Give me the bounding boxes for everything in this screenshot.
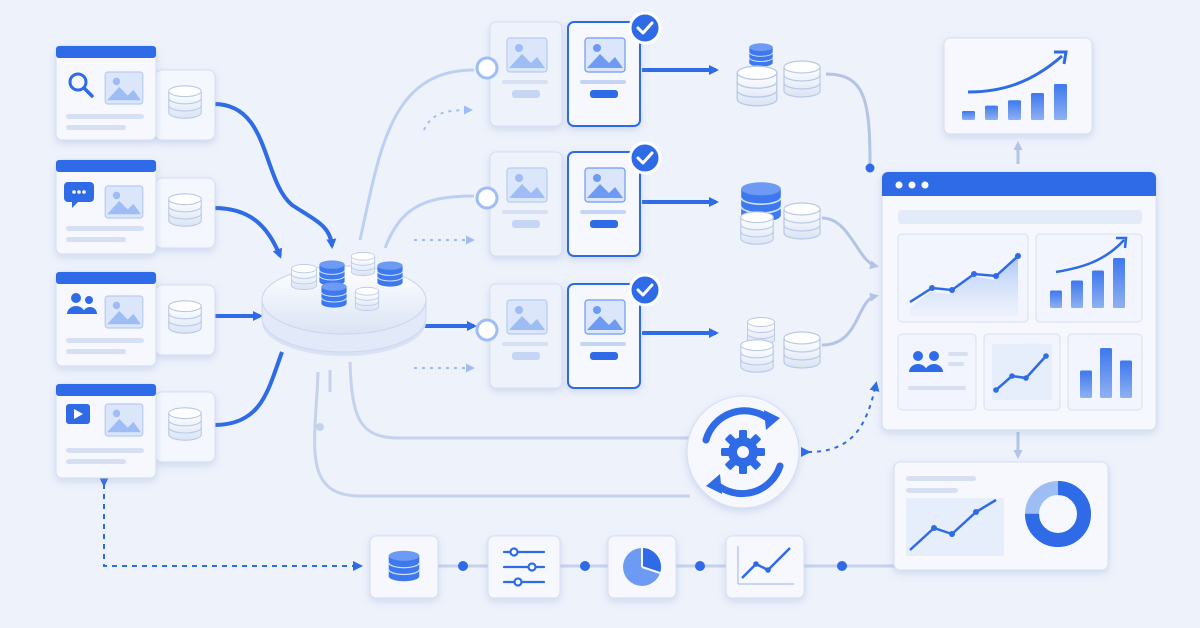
- window-dot: [895, 181, 903, 189]
- pipeline-node: [837, 561, 847, 571]
- top-growth-chart: [943, 37, 1093, 135]
- play-icon: [66, 404, 90, 424]
- pie-chart-icon: [623, 548, 661, 586]
- dashboard: [881, 171, 1157, 431]
- bar: [1054, 84, 1067, 120]
- connector-hub-transform-1: [358, 68, 475, 241]
- pipeline: [369, 535, 805, 599]
- users-icon: [67, 293, 97, 314]
- bar: [1080, 370, 1092, 398]
- connector-source-2-hub: [213, 206, 283, 259]
- connector-port: [475, 318, 499, 342]
- bar: [1120, 360, 1132, 398]
- hub: [261, 251, 427, 356]
- bar: [1008, 100, 1021, 120]
- source-card: [55, 271, 216, 367]
- window-dot: [921, 181, 929, 189]
- connector-source-pipeline: [99, 477, 363, 571]
- connector-hub-loop: [313, 371, 690, 498]
- pipeline-step-line-chart: [725, 535, 805, 599]
- area-chart-panel: [897, 233, 1029, 323]
- check-icon: [628, 141, 662, 175]
- pipeline-node: [580, 561, 590, 571]
- sync-gear-icon: [686, 395, 800, 509]
- transform-card: [475, 141, 662, 257]
- filter-sliders-icon: [502, 547, 546, 587]
- report-card: [893, 461, 1109, 571]
- bar: [1050, 290, 1062, 308]
- mini-bar-chart: [1080, 348, 1132, 398]
- connector-store-1-dashboard: [825, 72, 872, 166]
- growth-trend-line: [967, 54, 1063, 94]
- bar: [1113, 258, 1125, 308]
- connector-sync-dashboard: [800, 381, 880, 458]
- connector-port: [475, 186, 499, 210]
- window-dot: [908, 181, 916, 189]
- bar: [962, 111, 975, 120]
- source-card: [55, 383, 216, 479]
- pipeline-node: [695, 561, 705, 571]
- source-card: [55, 159, 216, 255]
- transform-card: [475, 11, 662, 127]
- connector-node: [316, 423, 324, 431]
- connector-node: [865, 163, 875, 173]
- check-icon: [628, 11, 662, 45]
- bar: [1031, 93, 1044, 120]
- check-icon: [628, 273, 662, 307]
- database-stack-icon: [740, 181, 821, 245]
- connectors: [99, 65, 1023, 571]
- bar: [985, 105, 998, 120]
- line-chart-icon: [737, 546, 794, 585]
- pipeline-step-filter: [487, 535, 561, 599]
- connector-dotted-1: [423, 105, 473, 131]
- dashboard-search-bar: [898, 210, 1142, 224]
- stores: [736, 42, 821, 373]
- mini-line-panel: [983, 333, 1061, 411]
- source-cards: [55, 45, 216, 479]
- connector-hub-transform-2: [383, 194, 475, 249]
- database-icon: [387, 549, 421, 583]
- users-panel: [897, 333, 977, 411]
- gear-icon: [721, 430, 765, 474]
- bar: [1071, 280, 1083, 308]
- source-card: [55, 45, 216, 141]
- search-icon: [68, 72, 94, 98]
- transform-card: [475, 273, 662, 389]
- top-bar-chart: [962, 84, 1067, 120]
- transforms: [475, 11, 662, 389]
- users-icon: [909, 351, 943, 372]
- dashboard-titlebar: [882, 172, 1156, 196]
- connector-store-2-dashboard: [821, 216, 879, 270]
- connector-source-4-hub: [213, 351, 284, 427]
- bar: [1092, 270, 1104, 308]
- bar: [1100, 348, 1112, 398]
- donut-chart: [1025, 481, 1091, 547]
- connector-port: [475, 56, 499, 80]
- connector-store-3-dashboard: [821, 292, 879, 347]
- chat-icon: [64, 182, 94, 208]
- database-stack-icon: [740, 316, 821, 373]
- mini-bar-panel: [1067, 333, 1143, 411]
- database-stack-icon: [736, 42, 821, 107]
- pipeline-step-pie: [607, 535, 677, 599]
- kpi-bar-panel: [1035, 233, 1143, 323]
- pipeline-step-database: [369, 535, 439, 599]
- kpi-bar-chart: [1050, 258, 1125, 308]
- pipeline-node: [458, 561, 468, 571]
- connector-source-1-hub: [213, 102, 337, 249]
- connector-hub-sync: [348, 361, 690, 440]
